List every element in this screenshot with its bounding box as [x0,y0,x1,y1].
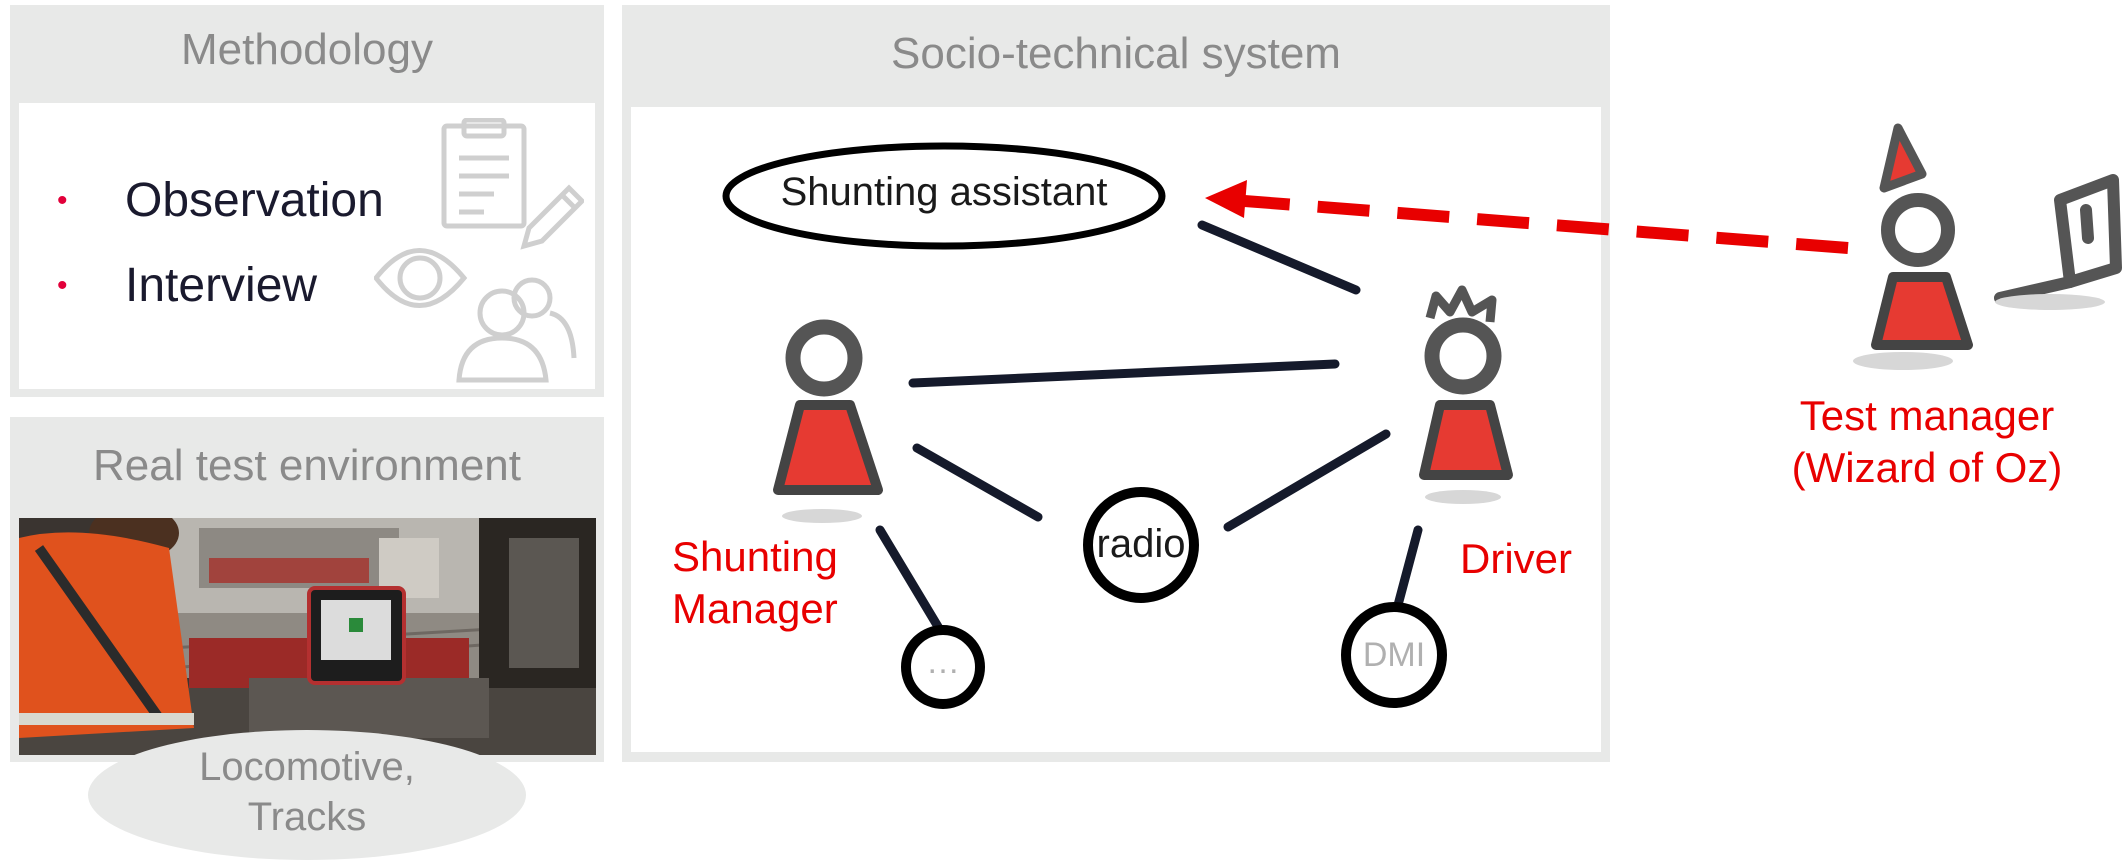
methodology-content: • Observation • Interview [19,103,595,389]
radio-label: radio [1096,522,1186,566]
list-item-interview: • Interview [57,258,317,313]
shunting-manager-line-1: Shunting [672,533,838,580]
wizard-arrow [1231,194,1849,254]
driver-label: Driver [1460,535,1572,582]
link-manager-driver [908,359,1340,388]
link-assistant-driver [1197,220,1361,295]
people-icon [456,277,577,383]
radio-node [1083,487,1199,603]
methodology-icons [374,118,584,383]
caption-line-2: Tracks [247,795,367,839]
pencil-icon [520,184,584,250]
link-driver-dmi [1393,525,1423,610]
system-title: Socio-technical system [891,29,1341,78]
driver-figure [1419,285,1513,504]
wizard-arrowhead [1205,180,1247,218]
dmi-node [1341,602,1447,708]
locomotive-caption: Locomotive, Tracks [88,730,526,860]
environment-title: Real test environment [93,441,521,490]
observation-label: Observation [125,174,384,227]
link-manager-ellipsis [875,525,945,635]
bullet-dot: • [57,268,68,302]
link-driver-radio [1223,429,1391,532]
shunting-assistant-node [722,142,1166,250]
test-manager-line-1: Test manager [1799,392,2055,439]
shunting-manager-label: Shunting Manager [672,531,852,635]
eye-icon [374,248,468,308]
ellipsis-label: … [926,643,960,681]
laptop-icon [1994,174,2122,304]
shunting-manager-figure [773,319,883,523]
interview-label: Interview [125,259,318,312]
methodology-title: Methodology [181,25,433,74]
clipboard-icon [441,118,527,229]
methodology-panel: Methodology • Observation • Interview [10,5,604,397]
shunting-manager-line-2: Manager [672,585,838,632]
dmi-label: DMI [1362,636,1426,674]
ellipsis-node [901,625,985,709]
bullet-dot: • [57,183,68,217]
shunting-assistant-label: Shunting assistant [780,170,1108,214]
test-manager-line-2: (Wizard of Oz) [1791,444,2063,491]
test-manager-figure [1853,123,1973,370]
test-manager-label: Test manager (Wizard of Oz) [1770,390,2084,494]
link-manager-radio [912,443,1043,522]
caption-line-1: Locomotive, [199,745,415,789]
list-item-observation: • Observation [57,173,384,228]
